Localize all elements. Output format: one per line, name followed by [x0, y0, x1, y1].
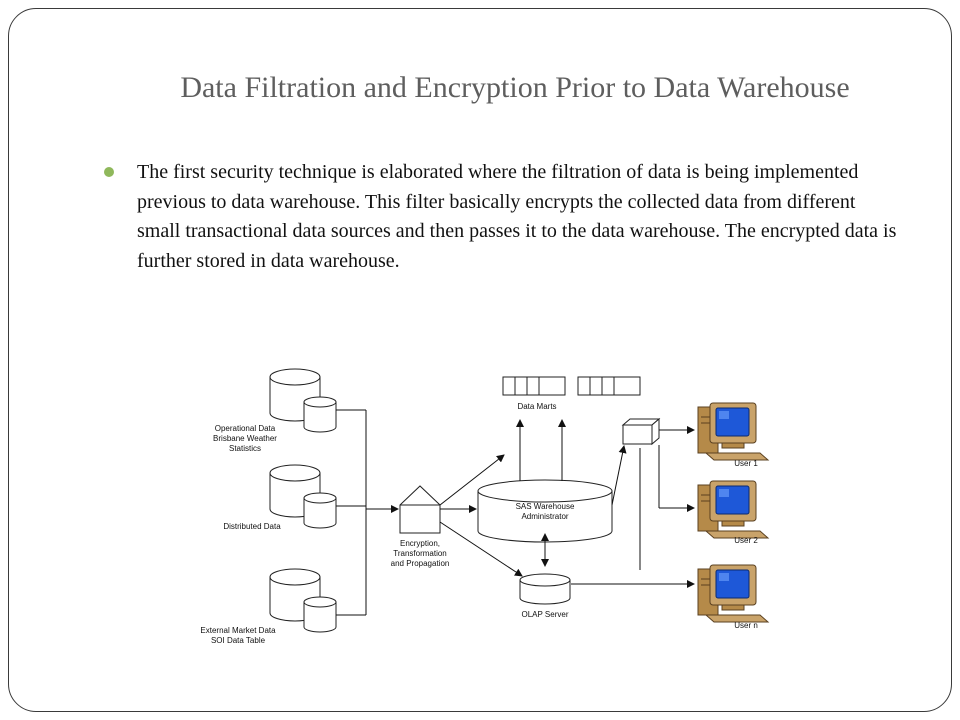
- encryption-label: and Propagation: [391, 559, 450, 568]
- source-label: SOI Data Table: [211, 636, 266, 645]
- warehouse-label: Administrator: [521, 512, 568, 521]
- olap-server-icon: [519, 573, 571, 605]
- source-label: Distributed Data: [223, 522, 281, 531]
- source-label: External Market Data: [200, 626, 276, 635]
- slide-title: Data Filtration and Encryption Prior to …: [180, 71, 850, 104]
- database-icon: [269, 368, 337, 433]
- warehouse-label: SAS Warehouse: [516, 502, 575, 511]
- olap-label: OLAP Server: [522, 610, 569, 619]
- computer-icon: [697, 402, 769, 461]
- flow-arrows: [516, 419, 566, 567]
- user-label: User 2: [734, 536, 758, 545]
- flow-arrows: [571, 426, 695, 588]
- data-mart-icon: [502, 376, 566, 396]
- data-mart-icon: [577, 376, 641, 396]
- encryption-label: Encryption,: [400, 539, 440, 548]
- source-label: Statistics: [229, 444, 261, 453]
- data-marts-label: Data Marts: [517, 402, 556, 411]
- bullet-dot: [104, 167, 114, 177]
- connector-lines: [336, 409, 399, 616]
- slide-frame: [8, 8, 952, 712]
- computer-icon: [697, 480, 769, 539]
- flow-arrows: [439, 454, 523, 577]
- user-label: User n: [734, 621, 758, 630]
- server-box-icon: [621, 417, 661, 446]
- computer-icon: [697, 564, 769, 623]
- user-label: User 1: [734, 459, 758, 468]
- bullet-text: The first security technique is elaborat…: [137, 161, 897, 272]
- encryption-label: Transformation: [393, 549, 447, 558]
- source-label: Brisbane Weather: [213, 434, 277, 443]
- database-icon: [269, 568, 337, 633]
- warehouse-icon: [477, 479, 613, 543]
- encryption-node: [399, 485, 441, 534]
- source-label: Operational Data: [215, 424, 276, 433]
- database-icon: [269, 464, 337, 529]
